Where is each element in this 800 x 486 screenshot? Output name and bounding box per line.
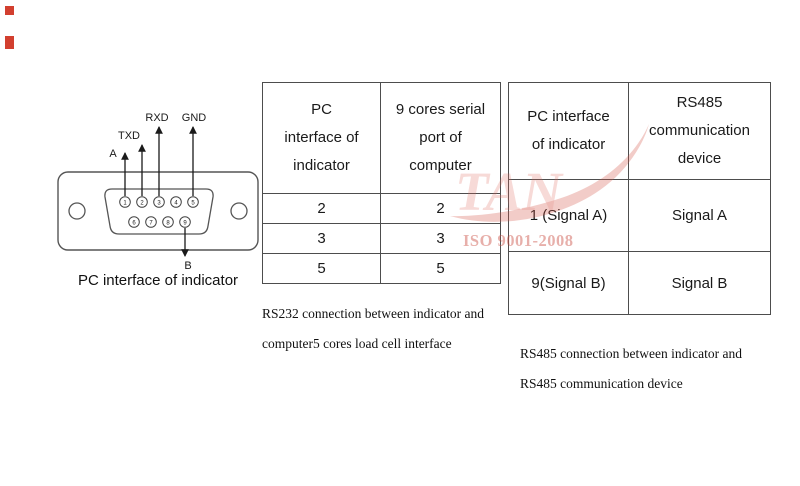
rs232-caption-line-1: RS232 connection between indicator and (262, 306, 484, 321)
rs485-header-row: PC interface of indicator RS485 communic… (508, 82, 771, 180)
pin-4 (170, 196, 182, 208)
rs485-cell: Signal A (628, 179, 771, 252)
rs232-table: PC interface of indicator 9 cores serial… (262, 82, 501, 284)
rs232-cell: 2 (262, 193, 381, 224)
pin-2 (136, 196, 148, 208)
pin-3 (153, 196, 165, 208)
rs232-cell: 3 (262, 223, 381, 254)
mounting-hole-left (68, 202, 86, 220)
pin-4-number: 4 (174, 200, 178, 206)
rs232-row-2: 3 3 (262, 223, 501, 254)
rs232-header-indicator: PC interface of indicator (262, 82, 381, 194)
rs485-row-1: 1 (Signal A) Signal A (508, 179, 771, 252)
rs485-table: PC interface of indicator RS485 communic… (508, 82, 771, 315)
rs485-caption-line-1: RS485 connection between indicator and (520, 346, 742, 361)
rs232-caption: RS232 connection between indicator and c… (262, 306, 484, 366)
rs485-caption: RS485 connection between indicator and R… (520, 346, 742, 406)
rs485-header-indicator: PC interface of indicator (508, 82, 629, 180)
rs485-cell: 9(Signal B) (508, 251, 629, 315)
pin-8-number: 8 (166, 220, 170, 226)
rs232-cell: 2 (380, 193, 501, 224)
rs485-header-device: RS485 communication device (628, 82, 771, 180)
pin-1 (119, 196, 131, 208)
pin-3-number: 3 (157, 200, 161, 206)
rs232-row-1: 2 2 (262, 193, 501, 224)
rs232-cell: 5 (380, 253, 501, 284)
rs485-caption-line-2: RS485 communication device (520, 376, 683, 391)
rs232-cell: 3 (380, 223, 501, 254)
red-marker-top (5, 6, 14, 15)
pin-8 (162, 216, 174, 228)
pin-9-number: 9 (183, 220, 187, 226)
txd-label: TXD (118, 130, 140, 142)
rs485-row-2: 9(Signal B) Signal B (508, 251, 771, 315)
rs232-caption-line-2: computer5 cores load cell interface (262, 336, 452, 351)
db9-connector-diagram: 1 2 3 4 5 6 7 8 9 RXD GND TXD A B (57, 112, 259, 272)
pin-1-number: 1 (123, 200, 127, 206)
red-marker-bottom (5, 36, 14, 49)
pin-9 (179, 216, 191, 228)
rs485-cell: Signal B (628, 251, 771, 315)
rs232-header-row: PC interface of indicator 9 cores serial… (262, 82, 501, 194)
pin-2-number: 2 (140, 200, 144, 206)
rs485-cell: 1 (Signal A) (508, 179, 629, 252)
pin-6 (128, 216, 140, 228)
rxd-label: RXD (145, 112, 168, 124)
mounting-hole-right (230, 202, 248, 220)
signal-a-label: A (109, 148, 117, 160)
rs232-header-computer: 9 cores serial port of computer (380, 82, 501, 194)
rs232-cell: 5 (262, 253, 381, 284)
connector-caption: PC interface of indicator (77, 272, 239, 289)
rs232-row-3: 5 5 (262, 253, 501, 284)
pin-6-number: 6 (132, 220, 136, 226)
gnd-label: GND (182, 112, 207, 124)
pin-5-number: 5 (191, 200, 195, 206)
pin-5 (187, 196, 199, 208)
signal-b-label: B (184, 260, 191, 272)
pin-7-number: 7 (149, 220, 153, 226)
pin-7 (145, 216, 157, 228)
